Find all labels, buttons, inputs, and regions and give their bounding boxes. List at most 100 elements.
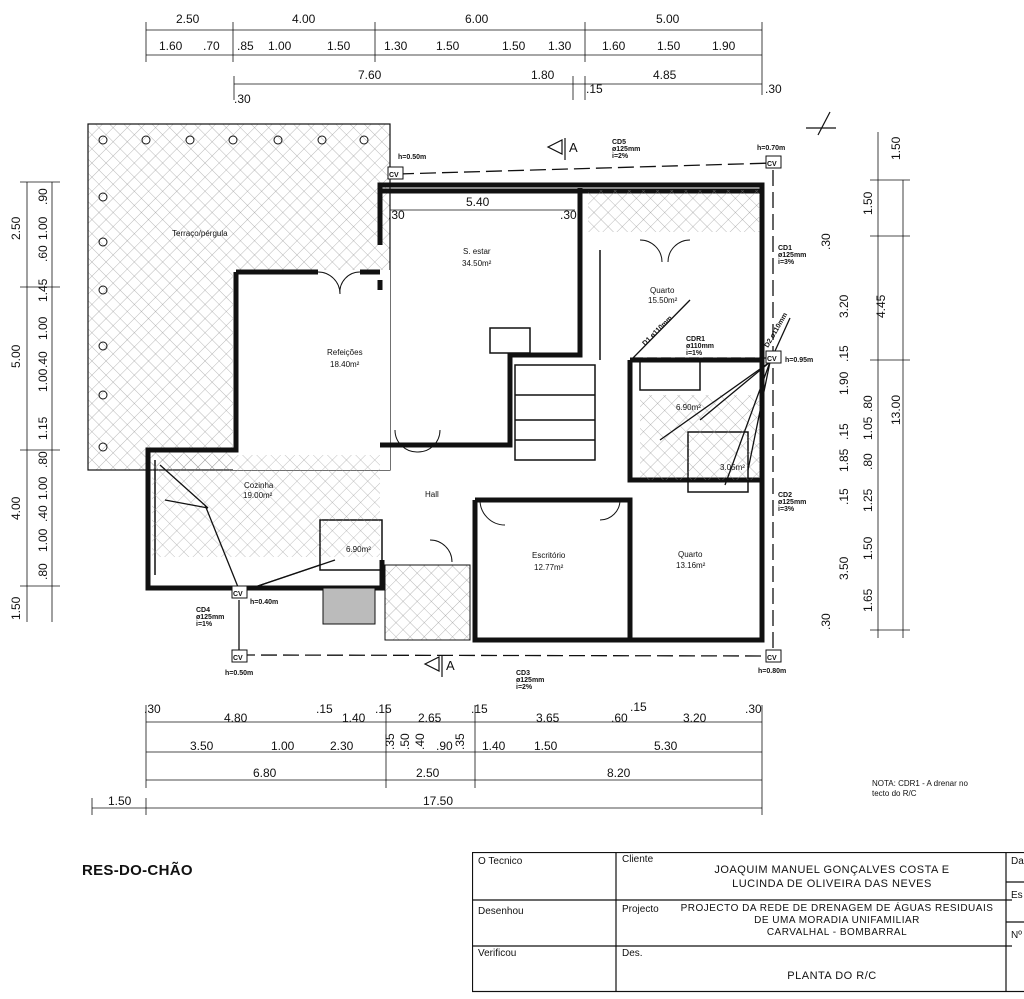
dim-bot1-10: 3.20	[683, 711, 707, 725]
dim-top2-6: 1.50	[327, 39, 351, 53]
dim-right2-4: 1.90	[837, 371, 851, 395]
edge-da: Da	[1011, 856, 1024, 867]
room-quarto-1: Quarto	[650, 286, 675, 295]
dim-bot2-4: .50	[398, 733, 412, 750]
cv-label: CV	[767, 161, 777, 168]
section-marks	[423, 111, 836, 677]
pipe-label: i=1%	[686, 350, 703, 357]
cliente-label: Cliente	[622, 854, 654, 865]
dim-bot2-7: .35	[453, 733, 467, 750]
top-dimension-labels: 2.50 4.00 6.00 5.00 1.60 .70 .85 1.00 1.…	[159, 12, 782, 106]
dim-left2-3: 1.45	[36, 278, 50, 302]
dim-top3-1: 1.80	[531, 68, 555, 82]
pipe-label: i=3%	[778, 259, 795, 266]
dim-right2-3: .15	[837, 345, 851, 362]
section-mark-top: A	[569, 140, 578, 155]
room-labels: Terraço/pérgula S. estar 34.50m² Refeiçõ…	[172, 229, 745, 572]
pipe-label: i=3%	[778, 506, 795, 513]
pipe-label: CD4	[196, 607, 210, 614]
room-sala: S. estar	[463, 247, 491, 256]
dim-top2-11: 1.50	[502, 39, 526, 53]
dim-top2-14: 1.50	[657, 39, 681, 53]
room-wc2-area: 3.05m²	[720, 463, 745, 472]
dim-inner-2: .30	[560, 208, 577, 222]
dim-top2-1: .70	[203, 39, 220, 53]
doors	[317, 239, 691, 563]
height-label: h=0.95m	[785, 357, 813, 364]
dim-bot1-5: 2.65	[418, 711, 442, 725]
dim-left2-8: .80	[36, 451, 50, 468]
dim-bot4-0: 1.50	[108, 794, 132, 808]
dim-left2-11: 1.00	[36, 528, 50, 552]
pipe-label: D2 ø110mm	[764, 312, 790, 349]
dim-bot1-1: 4.80	[224, 711, 248, 725]
room-hall: Hall	[425, 490, 439, 499]
bottom-dimensions	[91, 705, 763, 815]
dim-bot2-5: .40	[413, 733, 427, 750]
dim-right-1: 4.45	[874, 294, 888, 318]
dim-left-1: 5.00	[9, 344, 23, 368]
projecto-line-3: CARVALHAL - BOMBARRAL	[766, 927, 908, 938]
pipe-label: ø125mm	[778, 499, 806, 506]
left-dimension-labels: 2.50 5.00 4.00 1.50 .90 1.00 .60 1.45 1.…	[9, 188, 50, 620]
pipe-label: CD1	[778, 245, 792, 252]
des-label: Des.	[622, 948, 643, 959]
dim-top4-0: .30	[234, 92, 251, 106]
dim-bot1-4: .15	[375, 702, 392, 716]
dim-right-2: 13.00	[889, 395, 903, 425]
projecto-line-2: DE UMA MORADIA UNIFAMILIAR	[754, 915, 920, 926]
dim-right2-1: .30	[819, 233, 833, 250]
height-label: h=0.70m	[757, 145, 785, 152]
height-label: h=0.80m	[758, 668, 786, 675]
dim-top-1: 2.50	[176, 12, 200, 26]
walls	[145, 182, 765, 643]
hatched-areas	[152, 190, 760, 641]
cv-label: CV	[233, 655, 243, 662]
dim-right2-14: 1.65	[861, 588, 875, 612]
dim-top2-8: 1.30	[384, 39, 408, 53]
pipe-label: CD2	[778, 492, 792, 499]
height-label: h=0.40m	[250, 599, 278, 606]
right-dimensions	[870, 132, 910, 638]
dim-right2-10: .15	[837, 488, 851, 505]
dim-right2-7: .15	[837, 423, 851, 440]
dim-left2-6: 1.00	[36, 368, 50, 392]
dim-top-3: 6.00	[465, 12, 489, 26]
room-escritorio: Escritório	[532, 551, 566, 560]
dim-inner-1: .30	[388, 208, 405, 222]
des-value: PLANTA DO R/C	[787, 970, 877, 982]
pipe-label: ø125mm	[196, 614, 224, 621]
pipe-label: ø125mm	[612, 146, 640, 153]
dim-bot2-8: 1.40	[482, 739, 506, 753]
dim-bot2-2: 2.30	[330, 739, 354, 753]
dim-left2-1: 1.00	[36, 216, 50, 240]
dim-bot1-3: 1.40	[342, 711, 366, 725]
cliente-line-1: JOAQUIM MANUEL GONÇALVES COSTA E	[714, 864, 950, 876]
dim-right2-11: 1.25	[861, 488, 875, 512]
room-sala-area: 34.50m²	[462, 259, 492, 268]
height-label: h=0.50m	[398, 154, 426, 161]
room-wc1-area: 6.90m²	[676, 403, 701, 412]
pipe-label: i=1%	[196, 621, 213, 628]
tecnico-label: O Tecnico	[478, 856, 523, 867]
dim-left2-4: 1.00	[36, 316, 50, 340]
dim-bot2-9: 1.50	[534, 739, 558, 753]
drawing-note: NOTA: CDR1 - A drenar no tecto do R/C	[872, 779, 1012, 799]
dim-top-4: 5.00	[656, 12, 680, 26]
dim-bot1-2: .15	[316, 702, 333, 716]
dim-bot2-0: 3.50	[190, 739, 214, 753]
dim-bot1-6: .15	[471, 702, 488, 716]
right-dimension-labels: 1.50 4.45 13.00 1.50 .30 3.20 .15 1.90 .…	[819, 136, 903, 630]
dim-left2-10: .40	[36, 505, 50, 522]
room-quarto-2-area: 13.16m²	[676, 561, 706, 570]
pipe-label: i=2%	[516, 684, 533, 691]
dim-top3-2: 4.85	[653, 68, 677, 82]
bottom-dimension-labels: .30 4.80 .15 1.40 .15 2.65 .15 3.65 .60 …	[108, 700, 762, 808]
cv-label: CV	[233, 591, 243, 598]
dim-right2-13: 3.50	[837, 556, 851, 580]
dim-left2-7: 1.15	[36, 416, 50, 440]
top-dimensions	[145, 22, 763, 100]
pipe-label: CD5	[612, 139, 626, 146]
inner-dimensions: 5.40 .30 .30	[388, 195, 577, 222]
note-line-2: tecto do R/C	[872, 789, 917, 798]
